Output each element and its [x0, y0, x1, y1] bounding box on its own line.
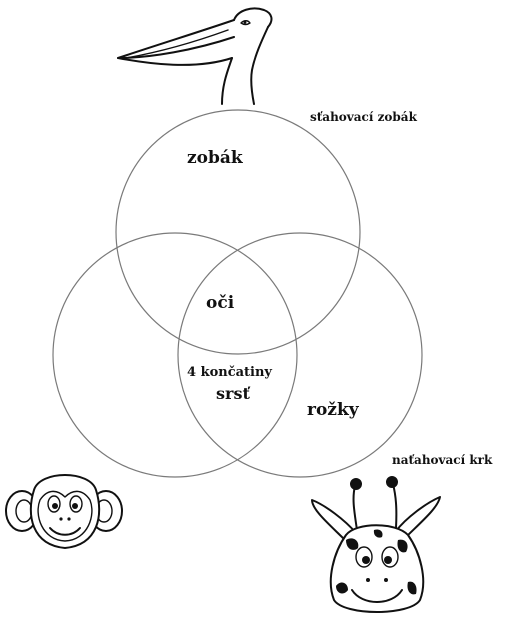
monkey-nostril-left	[59, 517, 62, 520]
label-giraffe-extra: naťahovací krk	[392, 453, 493, 467]
pelican-eye-dot	[244, 21, 247, 24]
label-giraffe-only: rožky	[307, 400, 360, 420]
pelican-icon	[118, 8, 271, 104]
giraffe-left-pupil	[362, 556, 370, 564]
label-monkey-giraffe-line2: srsť	[216, 384, 250, 403]
giraffe-icon	[312, 477, 440, 612]
giraffe-right-pupil	[384, 556, 392, 564]
monkey-right-pupil	[72, 503, 78, 509]
pelican-set-circle	[116, 110, 360, 354]
giraffe-nostril-left	[366, 578, 370, 582]
monkey-left-pupil	[52, 503, 58, 509]
giraffe-nostril-right	[384, 578, 388, 582]
label-all-three: oči	[206, 293, 235, 313]
label-pelican-only: zobák	[187, 148, 244, 168]
monkey-set-circle	[53, 233, 297, 477]
monkey-nostril-right	[67, 517, 70, 520]
label-monkey-giraffe-line1: 4 končatiny	[187, 365, 272, 380]
monkey-icon	[6, 475, 122, 548]
label-pelican-extra: sťahovací zobák	[310, 110, 418, 124]
giraffe-set-circle	[178, 233, 422, 477]
